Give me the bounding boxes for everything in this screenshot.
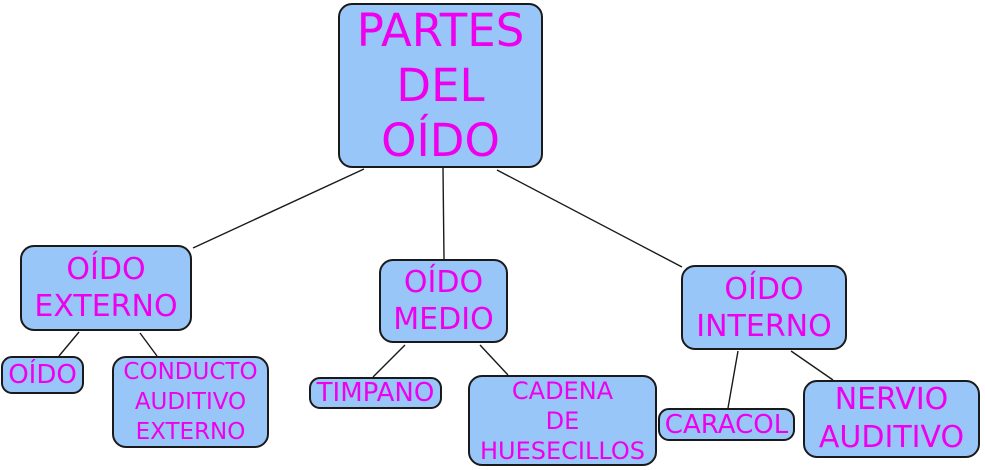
connector-line	[727, 350, 739, 409]
node-label: CONDUCTO	[123, 359, 258, 385]
node-caracol[interactable]: CARACOL	[658, 408, 795, 441]
node-label: PARTES	[356, 4, 525, 57]
connector-line	[58, 331, 80, 357]
node-label: TIMPANO	[316, 378, 435, 408]
node-label: DE	[545, 406, 580, 435]
node-label: INTERNO	[696, 308, 832, 344]
node-oido-externo[interactable]: OÍDO EXTERNO	[20, 245, 192, 331]
node-oido[interactable]: OÍDO	[1, 356, 84, 394]
node-label: OÍDO	[381, 114, 500, 167]
node-timpano[interactable]: TIMPANO	[309, 377, 442, 409]
node-label: HUESECILLOS	[479, 436, 646, 465]
node-oido-interno[interactable]: OÍDO INTERNO	[681, 265, 847, 350]
connector-line	[442, 167, 445, 260]
node-label: AUDITIVO	[818, 420, 965, 455]
node-label: OÍDO	[724, 271, 804, 307]
node-label: EXTERNO	[135, 419, 246, 445]
node-conducto-auditivo-externo[interactable]: CONDUCTO AUDITIVO EXTERNO	[112, 356, 269, 448]
node-nervio-auditivo[interactable]: NERVIO AUDITIVO	[803, 380, 980, 458]
connector-line	[192, 168, 365, 249]
connector-line	[479, 344, 509, 376]
node-partes-del-oido[interactable]: PARTES DEL OÍDO	[338, 3, 543, 168]
node-label: OÍDO	[66, 252, 146, 287]
node-label: DEL	[396, 59, 485, 112]
node-label: NERVIO	[834, 382, 949, 417]
connector-line	[790, 350, 834, 381]
node-label: CADENA	[511, 376, 614, 405]
node-cadena-de-huesecillos[interactable]: CADENA DE HUESECILLOS	[468, 375, 657, 466]
node-label: OÍDO	[403, 265, 484, 300]
node-label: CARACOL	[664, 409, 789, 440]
connector-line	[372, 344, 406, 378]
node-label: OÍDO	[8, 360, 77, 390]
node-label: MEDIO	[393, 302, 494, 337]
node-label: EXTERNO	[34, 289, 178, 324]
connector-line	[496, 169, 683, 268]
connector-line	[139, 332, 158, 357]
node-label: AUDITIVO	[134, 389, 247, 415]
node-oido-medio[interactable]: OÍDO MEDIO	[379, 259, 508, 343]
